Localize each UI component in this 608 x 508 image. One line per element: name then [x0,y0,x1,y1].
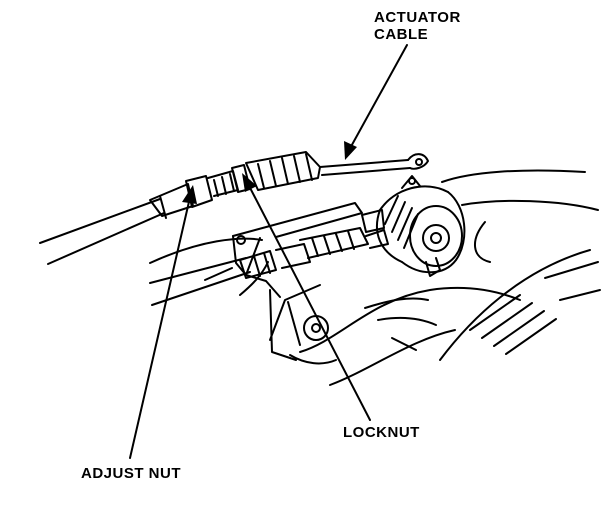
actuator-cable-label-line1: ACTUATOR [374,9,461,26]
adjust-nut-label: ADJUST NUT [81,465,182,482]
throttle-cable [149,227,389,306]
actuator-cable-arrowhead [344,141,357,160]
locknut-label: LOCKNUT [343,424,420,441]
engine-outline [149,169,601,386]
locknut-arrowhead [242,173,257,192]
leader-lines [129,44,408,459]
actuator-cable-label: ACTUATOR CABLE [374,9,461,43]
cable-bracket [232,202,363,361]
actuator-assembly [361,175,466,277]
actuator-cable-label-line2: CABLE [374,26,429,43]
adjust-nut-arrowhead [182,185,197,204]
